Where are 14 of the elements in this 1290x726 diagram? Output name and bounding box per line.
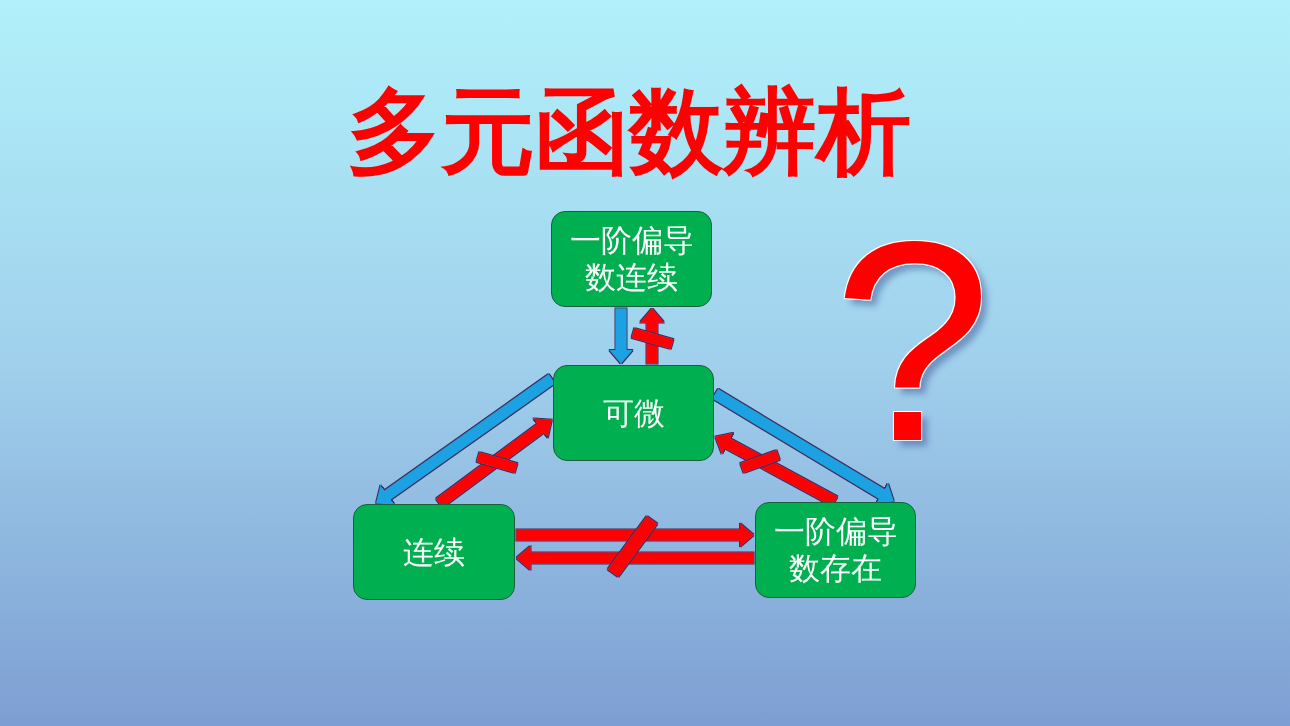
block-arrow <box>609 308 633 364</box>
process-box <box>553 365 714 461</box>
box-label: 一阶偏导数连续 <box>568 222 695 296</box>
box-label: 可微 <box>602 394 665 432</box>
block-arrow <box>516 546 754 570</box>
title: 多元函数辨析 <box>347 84 911 178</box>
block-arrow <box>640 308 664 364</box>
box-label: 一阶偏导数存在 <box>772 513 899 587</box>
process-box <box>551 211 712 307</box>
process-box <box>755 502 916 598</box>
block-arrow <box>516 523 754 547</box>
box-label: 连续 <box>403 533 465 571</box>
process-box <box>353 504 515 600</box>
question-mark: ? <box>833 227 992 455</box>
